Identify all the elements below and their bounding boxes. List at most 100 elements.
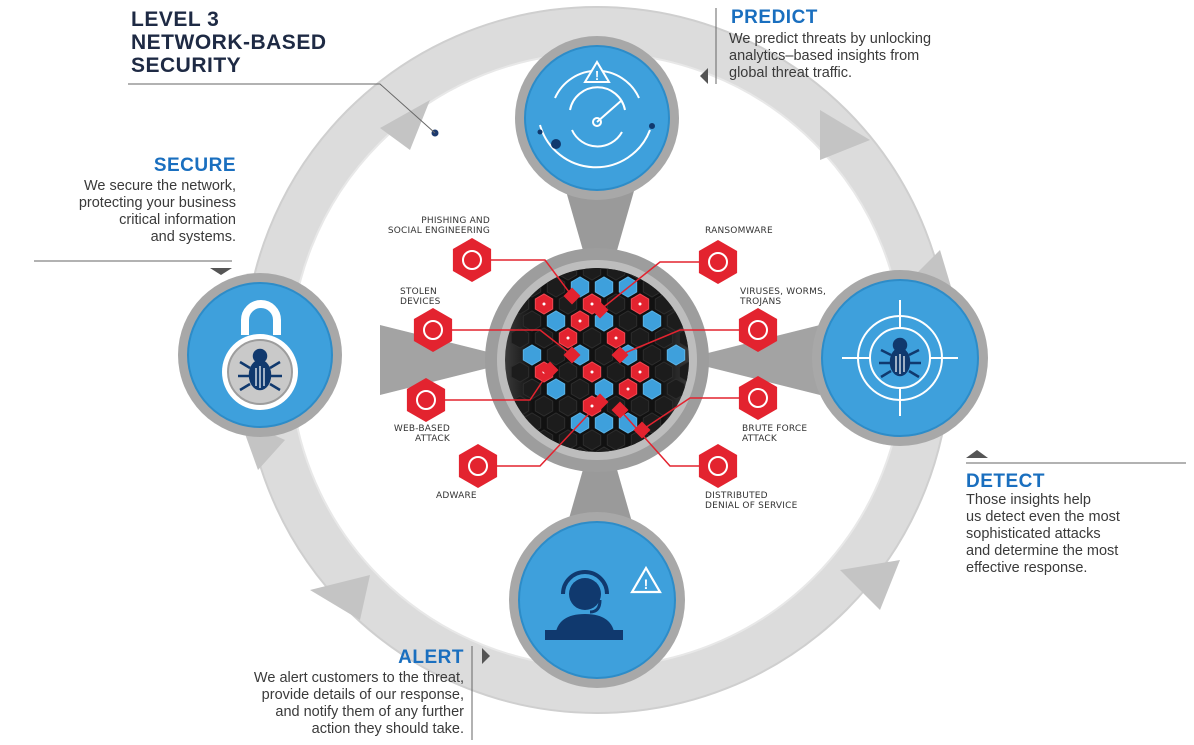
threat-badge-icon bbox=[748, 388, 768, 408]
threat-badge-viruses bbox=[738, 308, 778, 352]
threat-label-adware-line-1: ADWARE bbox=[436, 491, 477, 501]
network-hex-cell bbox=[666, 344, 686, 366]
network-hex-cell bbox=[558, 395, 578, 417]
network-hex-cell bbox=[654, 395, 674, 417]
secure-line-1: We secure the network, bbox=[83, 178, 236, 194]
network-hex-cell bbox=[606, 429, 626, 451]
alert-node: ! bbox=[509, 512, 685, 688]
detect-line-2: us detect even the most bbox=[966, 509, 1120, 525]
threat-label-brute-line-2: ATTACK bbox=[742, 434, 777, 444]
network-hex-cell bbox=[546, 378, 566, 400]
detect-description: Those insights help us detect even the m… bbox=[966, 492, 1192, 577]
threat-label-adware: ADWARE bbox=[436, 491, 477, 501]
network-hex-cell bbox=[642, 378, 662, 400]
threat-label-viruses-line-2: TROJANS bbox=[740, 297, 782, 307]
threat-badge-icon bbox=[708, 456, 728, 476]
threat-label-ddos-line-2: DENIAL OF SERVICE bbox=[705, 501, 798, 511]
predict-node: ! bbox=[515, 36, 679, 200]
threat-link-viruses bbox=[619, 329, 740, 356]
detect-line-5: effective response. bbox=[966, 560, 1088, 576]
network-hex-dot bbox=[638, 370, 642, 374]
network-hex-cell bbox=[666, 446, 686, 452]
title-line-2: NETWORK-BASED bbox=[131, 31, 327, 54]
threat-link-phishing bbox=[490, 259, 573, 297]
threat-badge-icon bbox=[462, 250, 482, 270]
network-hex-dot bbox=[590, 404, 594, 408]
detect-line-1: Those insights help bbox=[966, 492, 1091, 508]
threat-label-phishing-line-2: SOCIAL ENGINEERING bbox=[387, 226, 490, 236]
network-hex-cell bbox=[570, 378, 590, 400]
threat-link-stolen bbox=[452, 329, 573, 356]
threat-label-stolen-line-1: STOLEN bbox=[400, 287, 437, 297]
network-hex-cell bbox=[606, 268, 626, 281]
detect-node bbox=[812, 270, 988, 446]
threat-links bbox=[406, 238, 778, 488]
threat-label-ransomware-line-1: RANSOMWARE bbox=[705, 226, 773, 236]
svg-text:!: ! bbox=[595, 68, 599, 83]
threat-link-endpoint bbox=[563, 346, 581, 364]
secure-description: We secure the network, protecting your b… bbox=[2, 178, 236, 246]
threat-label-viruses: VIRUSES, WORMS, TROJANS bbox=[740, 287, 826, 307]
annotation-arrows bbox=[210, 68, 988, 664]
network-hex-cell bbox=[582, 429, 602, 451]
network-hex-cell bbox=[582, 327, 602, 349]
threat-label-web-line-1: WEB-BASED bbox=[393, 424, 450, 434]
network-hex-cell bbox=[522, 310, 542, 332]
threat-link-adware bbox=[496, 401, 601, 467]
network-hex-cell bbox=[594, 344, 614, 366]
threat-label-ransomware: RANSOMWARE bbox=[705, 226, 773, 236]
threat-label-brute-line-1: BRUTE FORCE bbox=[742, 424, 808, 434]
crosshair-bug-icon bbox=[842, 300, 958, 416]
network-hex-dot bbox=[614, 336, 618, 340]
threat-badge-icon bbox=[748, 320, 768, 340]
network-hex-cell bbox=[546, 412, 566, 434]
network-hex-dot bbox=[590, 302, 594, 306]
secure-heading: SECURE bbox=[153, 155, 236, 176]
network-hex-cell bbox=[534, 327, 554, 349]
threat-badge-stolen bbox=[413, 308, 453, 352]
alert-heading: ALERT bbox=[398, 647, 464, 668]
threat-badge-web bbox=[406, 378, 446, 422]
network-hex-dot bbox=[566, 336, 570, 340]
detect-line-3: sophisticated attacks bbox=[966, 526, 1101, 542]
threat-link-endpoint bbox=[633, 421, 651, 439]
network-hex-cell bbox=[582, 268, 602, 281]
threat-link-ddos bbox=[619, 409, 700, 467]
threat-badge-icon bbox=[423, 320, 443, 340]
threat-label-ddos: DISTRIBUTED DENIAL OF SERVICE bbox=[705, 491, 798, 511]
detect-heading: DETECT bbox=[966, 471, 1045, 492]
secure-line-4: and systems. bbox=[150, 229, 236, 245]
radar-warning-icon: ! bbox=[537, 60, 655, 169]
alert-line-2: provide details of our response, bbox=[261, 687, 464, 703]
secure-line-3: critical information bbox=[119, 212, 236, 228]
network-hex-cell bbox=[654, 361, 674, 383]
threat-link-brute bbox=[641, 397, 740, 431]
threat-link-endpoint bbox=[611, 401, 629, 419]
network-hex-cell bbox=[642, 310, 662, 332]
network-hex-cell bbox=[678, 268, 689, 281]
threat-label-ddos-line-1: DISTRIBUTED bbox=[705, 491, 768, 501]
predict-description: We predict threats by unlocking analytic… bbox=[729, 31, 1049, 82]
network-hex-cell bbox=[594, 276, 614, 298]
threat-link-ransomware bbox=[599, 261, 700, 311]
network-hex-dot bbox=[578, 319, 582, 323]
network-hex-cell bbox=[630, 327, 650, 349]
network-hex-cell bbox=[546, 310, 566, 332]
threat-badge-ransomware bbox=[698, 240, 738, 284]
threat-label-stolen: STOLEN DEVICES bbox=[400, 287, 441, 307]
network-hex-cell bbox=[534, 395, 554, 417]
network-hex-cell bbox=[510, 361, 530, 383]
network-hex-dot bbox=[590, 370, 594, 374]
network-hex-cell bbox=[654, 327, 674, 349]
network-hex-dot bbox=[626, 387, 630, 391]
threat-link-endpoint bbox=[591, 393, 609, 411]
secure-node bbox=[178, 273, 342, 437]
alert-line-3: and notify them of any further bbox=[275, 704, 464, 720]
threat-link-web bbox=[445, 369, 551, 401]
threat-badge-icon bbox=[708, 252, 728, 272]
predict-line-3: global threat traffic. bbox=[729, 65, 853, 81]
threat-badge-phishing bbox=[452, 238, 492, 282]
network-hex-cell bbox=[630, 395, 650, 417]
